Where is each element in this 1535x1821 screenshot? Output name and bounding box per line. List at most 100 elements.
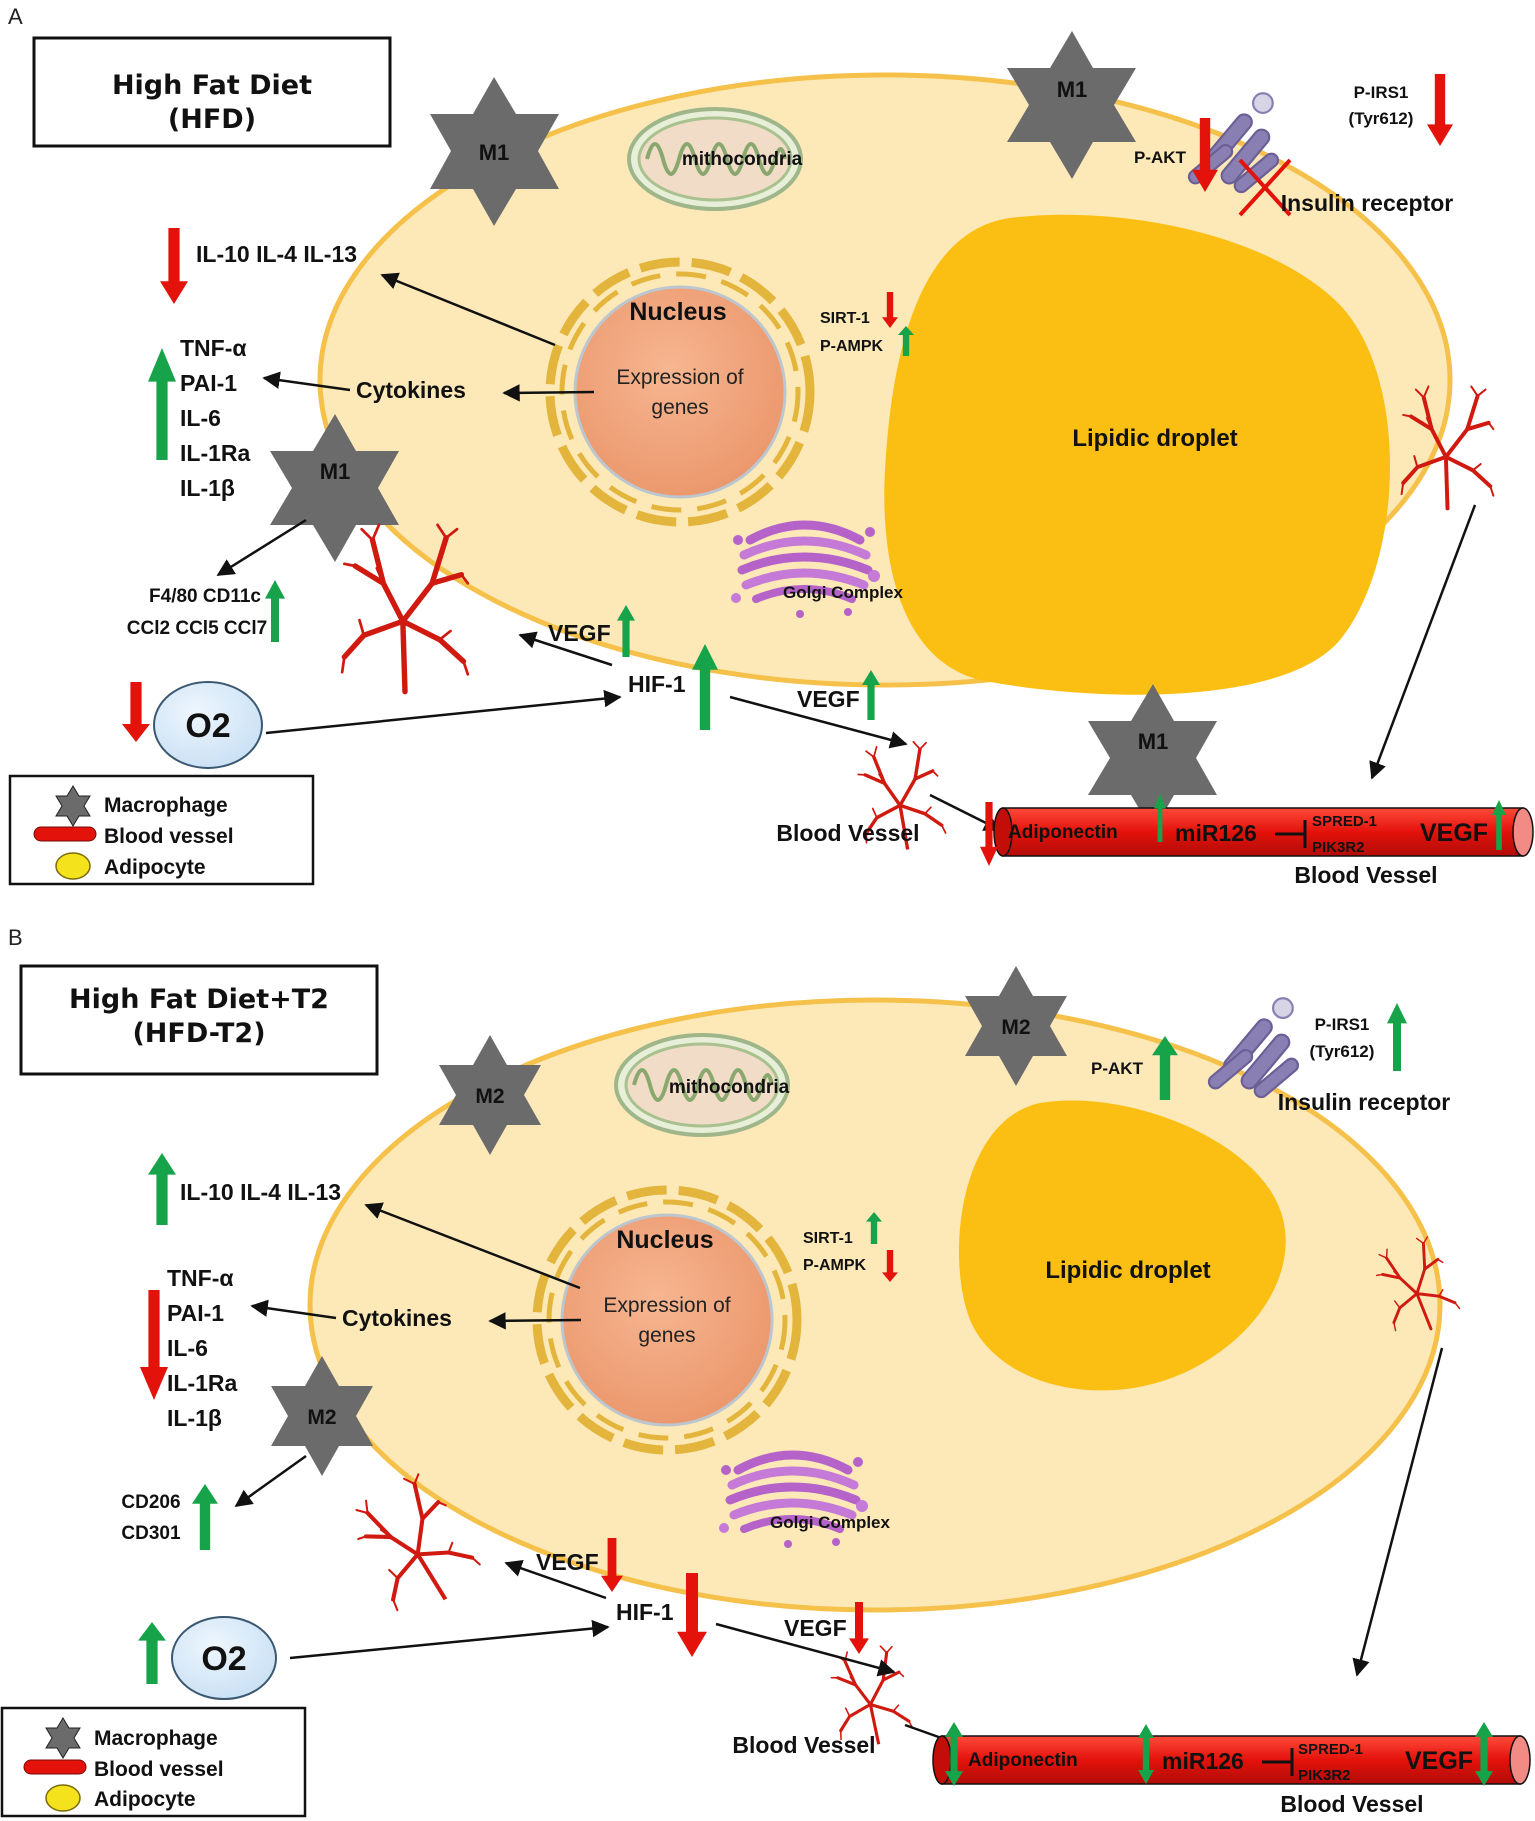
o2-label: O2 [185, 707, 230, 745]
legend-item: Macrophage [94, 1727, 218, 1750]
sirt1-label: SIRT-1 [803, 1230, 853, 1247]
spred1-label: SPRED-1 [1312, 813, 1377, 830]
sirt1-label: SIRT-1 [820, 310, 870, 327]
o2-icon [171, 1616, 277, 1700]
down-arrow-icon [122, 682, 150, 742]
svg-text:M1: M1 [320, 459, 351, 484]
legend-item: Blood vessel [104, 825, 234, 848]
cytokines-label: Cytokines [356, 377, 466, 403]
svg-text:M1: M1 [479, 140, 510, 165]
adiponectin-label: Adiponectin [1008, 822, 1118, 843]
up-arrow-icon [192, 1484, 218, 1550]
insulin-receptor-icon [1205, 997, 1302, 1101]
hif1-label: HIF-1 [628, 671, 686, 697]
lipid-droplet-label: Lipidic droplet [1072, 425, 1237, 452]
pirs1-label-1: P-IRS1 [1354, 83, 1409, 102]
panel-letter: B [8, 925, 23, 950]
cytokine-item: PAI-1 [180, 370, 237, 396]
blocked-x-icon [1238, 158, 1292, 217]
cytokine-item: PAI-1 [167, 1300, 224, 1326]
arrow-connector [380, 272, 556, 347]
panel-letter: A [8, 4, 23, 29]
pakt-label: P-AKT [1091, 1059, 1144, 1078]
arrow-connector [1352, 1347, 1444, 1677]
mir126-label: miR126 [1162, 1748, 1244, 1774]
pirs1-label-2: (Tyr612) [1349, 109, 1414, 128]
nucleus-label: Nucleus [629, 298, 726, 326]
golgi-label: Golgi Complex [783, 583, 904, 602]
marker-line: CCl2 CCl5 CCl7 [127, 618, 267, 639]
marker-line: F4/80 CD11c [149, 586, 261, 607]
title-box [19, 964, 379, 1076]
down-arrow-icon [140, 1290, 168, 1400]
arrow-connector [1369, 504, 1477, 780]
lipid-droplet-label: Lipidic droplet [1045, 1257, 1210, 1284]
lipid-droplet [884, 214, 1390, 695]
macrophage-icon: M1 [1007, 31, 1136, 179]
legend-item: Adipocyte [94, 1788, 196, 1811]
legend-vessel-icon [23, 1759, 87, 1775]
mitochondria-label: mithocondria [669, 1077, 790, 1098]
up-arrow-icon [265, 580, 285, 642]
up-arrow-icon [138, 1622, 166, 1684]
insulin-receptor-label: Insulin receptor [1278, 1089, 1451, 1115]
title-box [32, 36, 392, 148]
up-arrow-icon [148, 1153, 176, 1225]
arrow-connector [518, 631, 613, 667]
arrow-connector [216, 518, 307, 577]
legend-macrophage-icon [45, 1717, 81, 1759]
expression-label-2: genes [651, 396, 708, 419]
cytokine-item: IL-6 [167, 1335, 208, 1361]
title-line-2: (HFD-T2) [132, 1018, 265, 1049]
vessel-vegf-label: VEGF [1405, 1747, 1473, 1775]
arrow-connector [715, 1622, 896, 1677]
title-line-2: (HFD) [168, 104, 256, 135]
insulin-receptor-label: Insulin receptor [1281, 190, 1454, 216]
arrow-connector [504, 1559, 607, 1600]
blood-vessel-tube [932, 1735, 1531, 1785]
svg-text:M1: M1 [1057, 77, 1088, 102]
macrophage-icon: M1 [430, 77, 559, 226]
vegf-label: VEGF [536, 1549, 599, 1575]
up-arrow-icon [148, 348, 176, 460]
arrow-connector [289, 1619, 610, 1660]
lipid-droplet [958, 1100, 1286, 1391]
nuclear-envelope [545, 257, 815, 527]
o2-icon [153, 681, 263, 769]
legend-vessel-icon [33, 826, 97, 842]
macrophage-icon: M1 [270, 414, 399, 562]
legend-macrophage-icon [55, 785, 91, 827]
mitochondria-label: mithocondria [682, 149, 803, 170]
arrow-connector [262, 371, 351, 392]
spred1-label: SPRED-1 [1298, 1741, 1363, 1758]
interleukins-label: IL-10 IL-4 IL-13 [180, 1179, 341, 1205]
svg-text:M1: M1 [1138, 729, 1169, 754]
macrophage-icon: M2 [439, 1035, 541, 1155]
pampk-label: P-AMPK [803, 1257, 867, 1274]
cytokine-item: TNF-α [167, 1265, 234, 1291]
legend-adipocyte-icon [45, 1784, 81, 1812]
inhibition-icon [1262, 1748, 1294, 1776]
expression-label-2: genes [638, 1324, 695, 1347]
vegf-label: VEGF [548, 620, 611, 646]
down-arrow-icon [1427, 74, 1453, 146]
arrow-connector [488, 1312, 582, 1330]
cytokines-label: Cytokines [342, 1305, 452, 1331]
arrow-connector [234, 1454, 307, 1508]
cytokine-item: IL-6 [180, 405, 221, 431]
blood-vessel-label: Blood Vessel [776, 820, 919, 846]
pik3r2-label: PIK3R2 [1298, 1767, 1351, 1784]
pirs1-label-2: (Tyr612) [1310, 1042, 1375, 1061]
svg-text:M2: M2 [1001, 1016, 1030, 1039]
vessel-label: Blood Vessel [1280, 1791, 1423, 1817]
legend-item: Adipocyte [104, 856, 206, 879]
legend-item: Blood vessel [94, 1758, 224, 1781]
nucleus-label: Nucleus [616, 1226, 713, 1254]
up-arrow-icon [1387, 1003, 1407, 1071]
legend-item: Macrophage [104, 794, 228, 817]
legend-adipocyte-icon [55, 852, 91, 880]
title-line-1: High Fat Diet [112, 70, 312, 101]
mir126-label: miR126 [1175, 820, 1257, 846]
pirs1-label-1: P-IRS1 [1315, 1015, 1370, 1034]
